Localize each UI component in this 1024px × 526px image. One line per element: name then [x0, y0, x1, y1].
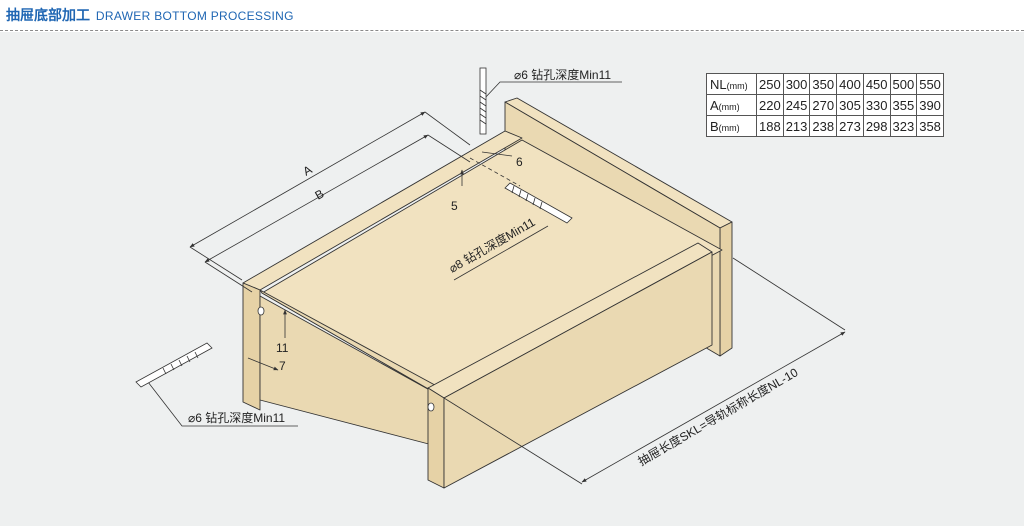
left-panel-front	[242, 282, 261, 411]
spec-cell: 305	[836, 94, 864, 116]
drill-left-leader	[147, 381, 298, 427]
spec-cell: 213	[782, 115, 811, 137]
label-dim-6: 6	[516, 155, 523, 169]
title-english: DRAWER BOTTOM PROCESSING	[95, 9, 294, 23]
page-title: 抽屉底部加工 DRAWER BOTTOM PROCESSING	[6, 7, 294, 24]
dim-a-ext-right	[424, 111, 471, 146]
spec-row-unit: (mm)	[726, 80, 748, 91]
spec-row-name: B	[710, 118, 719, 134]
drill-bit-left	[135, 342, 213, 388]
spec-cell: 390	[916, 94, 944, 116]
dim-b-ext-right	[427, 134, 471, 163]
label-dim-11: 11	[276, 341, 289, 355]
spec-cell: 358	[916, 115, 944, 137]
hole-left	[257, 306, 265, 316]
title-chinese: 抽屉底部加工	[6, 8, 90, 24]
hole-centerline	[469, 157, 521, 187]
spec-cell: 550	[916, 73, 944, 95]
drill-bit-top	[479, 67, 487, 135]
spec-cell: 238	[809, 115, 838, 137]
dim-length-ext-front	[443, 397, 583, 485]
spec-cell: 300	[782, 73, 811, 95]
page-header: 抽屉底部加工 DRAWER BOTTOM PROCESSING	[0, 0, 1024, 30]
spec-cell: 250	[756, 73, 784, 95]
dim-length-ext-back	[732, 257, 846, 331]
spec-cell: 350	[809, 73, 838, 95]
spec-row-unit: (mm)	[718, 101, 740, 112]
hole-right	[427, 402, 435, 412]
spec-row-name: NL	[710, 76, 727, 92]
label-dim-b: B	[313, 186, 327, 202]
spec-cell: 220	[756, 94, 784, 116]
dim-7-line	[247, 357, 279, 371]
label-drill-top: ⌀6 钻孔深度Min11	[514, 67, 611, 82]
drill-top-leader	[483, 81, 622, 100]
spec-row-header: A(mm)	[706, 94, 757, 116]
spec-cell: 188	[756, 115, 784, 137]
dim-b-line	[204, 134, 429, 263]
label-dim-7: 7	[279, 359, 286, 373]
spec-cell: 298	[862, 115, 891, 137]
spec-cell: 270	[809, 94, 838, 116]
spec-cell: 323	[889, 115, 918, 137]
spec-cell: 400	[836, 73, 864, 95]
drill-bit-middle	[504, 182, 573, 224]
spec-cell: 273	[836, 115, 864, 137]
dim-length-line	[581, 331, 846, 483]
drill-middle-underline	[453, 225, 549, 281]
label-dim-5: 5	[451, 199, 458, 213]
spec-row-header: NL(mm)	[706, 73, 757, 95]
spec-cell: 245	[782, 94, 811, 116]
back-panel-face	[719, 221, 733, 357]
spec-cell: 355	[889, 94, 918, 116]
spec-cell: 450	[862, 73, 891, 95]
label-dim-a: A	[301, 162, 315, 178]
spec-row-name: A	[710, 97, 719, 113]
label-drill-left: ⌀6 钻孔深度Min11	[188, 410, 285, 425]
header-divider	[0, 30, 1024, 31]
dim-b-ext-left	[204, 261, 253, 293]
spec-row-unit: (mm)	[718, 122, 740, 133]
dim-a-ext-left	[189, 246, 243, 281]
spec-cell: 330	[862, 94, 891, 116]
dim-6-line	[481, 151, 513, 157]
spec-row-header: B(mm)	[706, 115, 757, 137]
spec-cell: 500	[889, 73, 918, 95]
label-length-note: 抽屉长度SKL=导轨标称长度NL-10	[635, 364, 801, 468]
